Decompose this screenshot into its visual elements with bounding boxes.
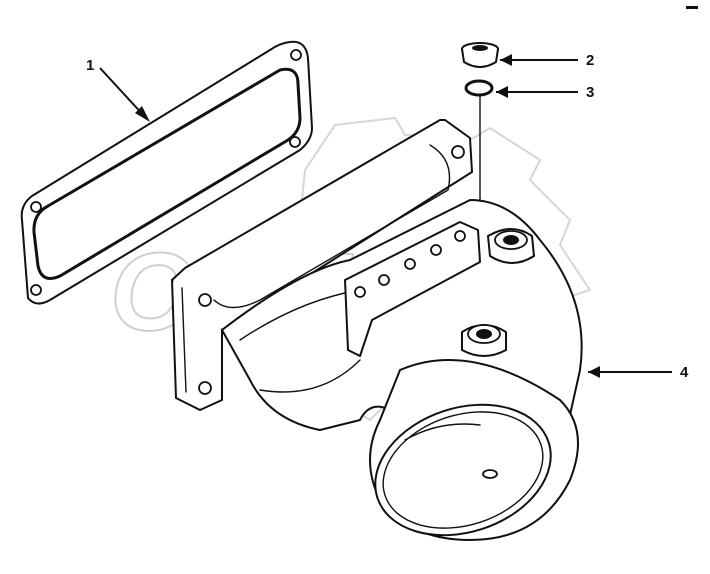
elbow-housing-part-4	[171, 119, 583, 541]
gasket-bolt-hole	[30, 201, 42, 213]
callout-label: 4	[680, 364, 689, 381]
callout-3: 3	[496, 84, 594, 101]
callout-4: 4	[588, 364, 689, 381]
o-ring-part-3	[464, 79, 494, 97]
callout-2: 2	[500, 52, 594, 69]
upper-port-boss	[487, 228, 535, 264]
callout-label: 1	[86, 57, 94, 74]
gasket-bolt-hole	[289, 136, 301, 148]
gasket-bolt-hole	[290, 49, 302, 61]
gasket-part-1	[20, 40, 313, 305]
callout-label: 3	[586, 84, 594, 101]
plug-part-2	[461, 42, 499, 68]
gasket-bolt-hole	[30, 284, 42, 296]
corner-mark	[686, 6, 698, 9]
callout-1: 1	[86, 57, 150, 122]
callout-label: 2	[586, 52, 594, 69]
lower-port-boss	[461, 324, 507, 357]
outlet-ring	[369, 359, 579, 541]
